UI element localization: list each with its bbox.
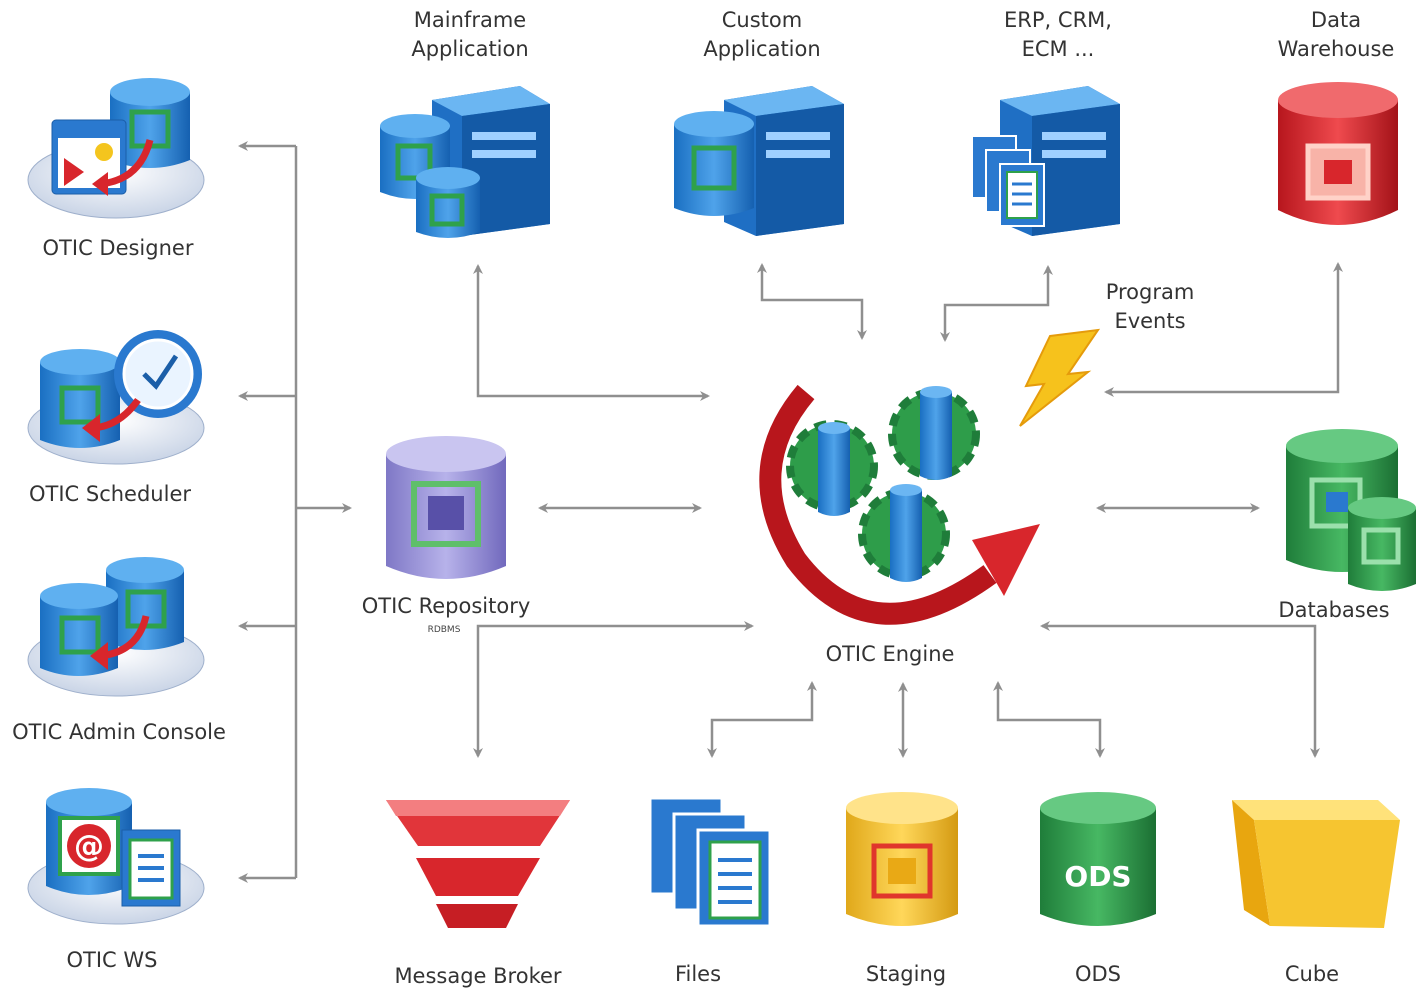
arrow-ods-engine <box>993 681 1105 758</box>
lightning-bolt-icon <box>1019 328 1101 427</box>
engine-gears-icon <box>759 384 1040 625</box>
arrow-custom-engine <box>757 263 867 340</box>
message-broker-label: Message Broker <box>394 964 562 988</box>
arrow-files-engine <box>707 681 817 758</box>
erp-crm-ecm-label: ERP, CRM, ECM ... <box>1004 8 1112 61</box>
staging-label: Staging <box>865 962 947 986</box>
arrow-broker-engine <box>473 621 754 758</box>
connectors <box>238 141 1343 883</box>
files-label: Files <box>674 962 722 986</box>
scheduler-clock-icon <box>27 330 205 465</box>
otic-repository-label: OTIC Repository <box>361 594 531 618</box>
data-warehouse-label: Data Warehouse <box>1277 8 1395 61</box>
arrow-cube-engine <box>1040 621 1320 758</box>
otic-ws-label: OTIC WS <box>66 948 158 972</box>
custom-server-icon <box>674 86 844 236</box>
custom-application-label: Custom Application <box>703 8 821 61</box>
admin-console-icon <box>27 557 205 697</box>
designer-tool-icon <box>27 78 205 219</box>
databases-cylinders-icon <box>1286 429 1416 591</box>
otic-designer-label: OTIC Designer <box>42 236 194 260</box>
files-stack-icon <box>648 796 772 928</box>
databases-label: Databases <box>1278 598 1390 622</box>
cube-icon <box>1232 800 1400 928</box>
mainframe-server-icon <box>380 86 550 238</box>
mainframe-label: Mainframe Application <box>411 8 529 61</box>
ods-cylinder-icon: ODS <box>1040 792 1156 926</box>
otic-scheduler-label: OTIC Scheduler <box>28 482 192 506</box>
repository-cylinder-icon <box>386 436 506 579</box>
arrow-erp-engine <box>940 265 1053 342</box>
ods-badge-text: ODS <box>1064 860 1131 893</box>
arrow-warehouse-engine <box>1104 262 1343 397</box>
arrow-mainframe-engine <box>473 264 710 401</box>
staging-cylinder-icon <box>846 792 958 926</box>
erp-server-documents-icon <box>971 86 1120 236</box>
program-events-label: Program Events <box>1105 280 1195 333</box>
otic-admin-console-label: OTIC Admin Console <box>12 720 226 744</box>
ods-label: ODS <box>1074 962 1122 986</box>
otic-repository-sublabel: RDBMS <box>427 625 461 635</box>
message-broker-funnel-icon <box>386 800 570 928</box>
web-service-email-icon: @ <box>27 788 205 925</box>
otic-engine-label: OTIC Engine <box>825 642 955 666</box>
svg-text:@: @ <box>74 829 104 864</box>
data-warehouse-cylinder-icon <box>1278 82 1398 225</box>
cube-label: Cube <box>1284 962 1340 986</box>
